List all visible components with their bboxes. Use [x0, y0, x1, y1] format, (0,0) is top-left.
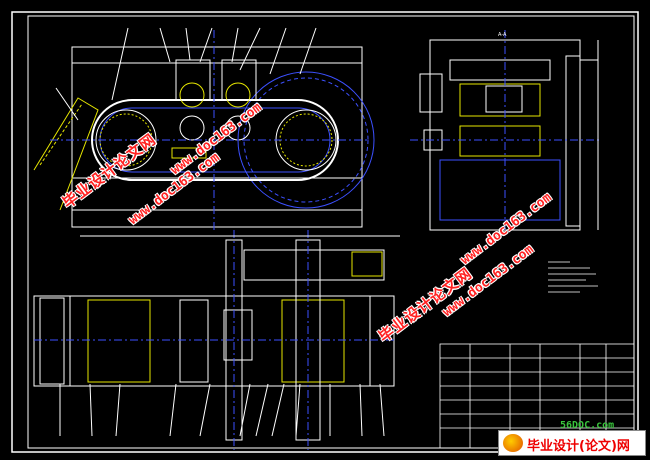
outer-frame — [11, 11, 639, 453]
technical-notes — [548, 261, 598, 293]
side-view-label: A-A — [498, 32, 507, 38]
site-badge: 毕业设计(论文)网 — [498, 430, 646, 456]
inner-frame — [27, 15, 635, 449]
front-view — [33, 27, 375, 230]
badge-text: 毕业设计(论文)网 — [527, 439, 630, 454]
side-view — [410, 30, 600, 236]
title-block — [439, 343, 635, 449]
plan-view — [33, 230, 400, 450]
logo-icon — [503, 434, 523, 452]
site-label: 56DOC.com — [560, 420, 615, 431]
